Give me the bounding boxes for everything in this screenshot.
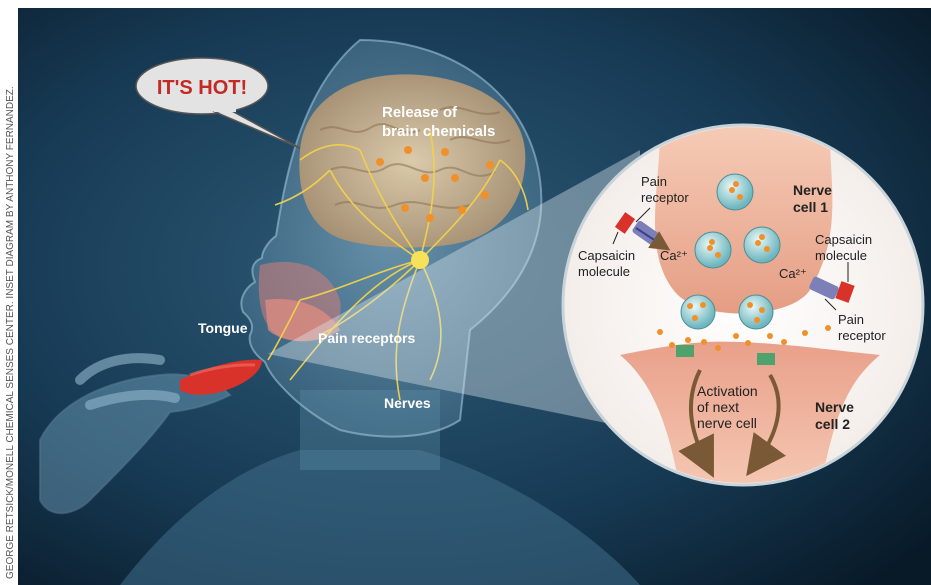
receptor-right — [757, 353, 775, 365]
nerve-ganglion — [411, 251, 429, 269]
label-release-line1: Release of — [382, 104, 458, 121]
nerve-cell-1 — [655, 120, 832, 314]
inset-nerve-cell-2-line2: cell 2 — [815, 416, 850, 432]
inset-pain-receptor-right-1: Pain — [838, 312, 864, 327]
inset-pain-receptor-left-1: Pain — [641, 174, 667, 189]
label-release-line2: brain chemicals — [382, 123, 495, 140]
inset-nerve-cell-1-line1: Nerve — [793, 182, 832, 198]
inset-activation-2: of next — [697, 399, 739, 415]
inset-capsaicin-left-1: Capsaicin — [578, 248, 635, 263]
inset-pain-receptor-right-2: receptor — [838, 328, 886, 343]
speech-bubble-text: IT'S HOT! — [157, 77, 247, 99]
inset-capsaicin-right-2: molecule — [815, 248, 867, 263]
inset-ca-right: Ca²⁺ — [779, 266, 807, 281]
inset-pain-receptor-left-2: receptor — [641, 190, 689, 205]
inset-nerve-cell-1-line2: cell 1 — [793, 199, 828, 215]
inset-capsaicin-left-2: molecule — [578, 264, 630, 279]
inset-activation-1: Activation — [697, 383, 758, 399]
label-pain-receptors: Pain receptors — [318, 330, 415, 346]
receptor-left — [676, 345, 694, 357]
inset-activation-3: nerve cell — [697, 415, 757, 431]
label-tongue: Tongue — [198, 320, 248, 336]
inset-nerve-cell-2-line1: Nerve — [815, 399, 854, 415]
inset-ca-left: Ca²⁺ — [660, 248, 688, 263]
label-nerves: Nerves — [384, 395, 431, 411]
photo-credit: GEORGE RETSICK/MONELL CHEMICAL SENSES CE… — [5, 86, 16, 579]
synapse-inset — [563, 120, 923, 490]
photo-credit-container: GEORGE RETSICK/MONELL CHEMICAL SENSES CE… — [1, 4, 17, 582]
inset-capsaicin-right-1: Capsaicin — [815, 232, 872, 247]
brain — [299, 74, 525, 247]
